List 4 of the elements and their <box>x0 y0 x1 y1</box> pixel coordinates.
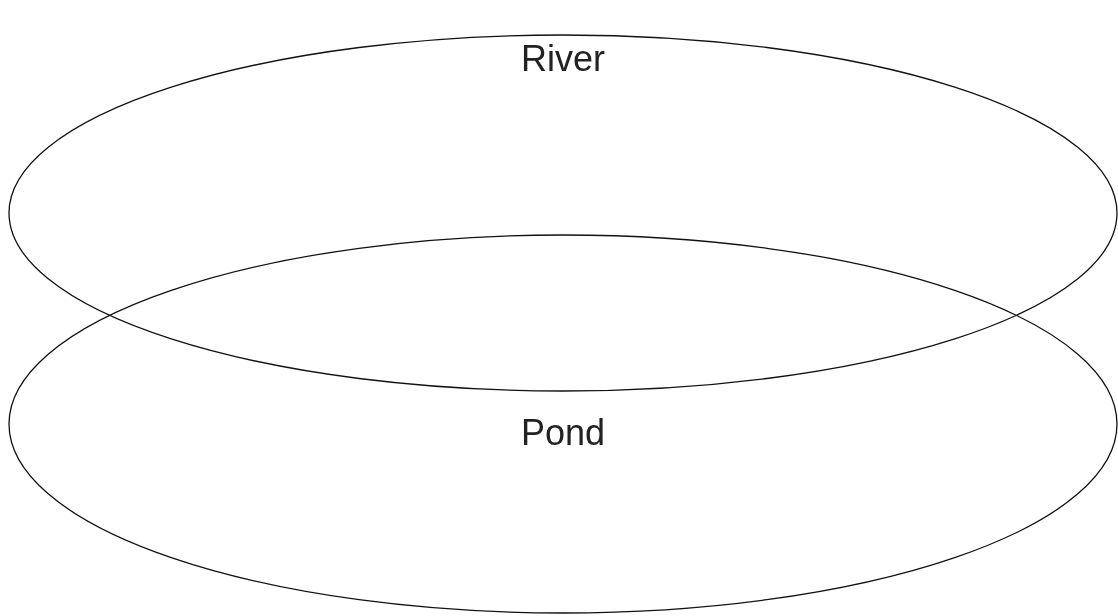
set-label: River <box>521 37 605 81</box>
venn-ellipse <box>8 34 1118 392</box>
venn-ellipse <box>8 234 1118 614</box>
set-label: Pond <box>520 411 606 455</box>
